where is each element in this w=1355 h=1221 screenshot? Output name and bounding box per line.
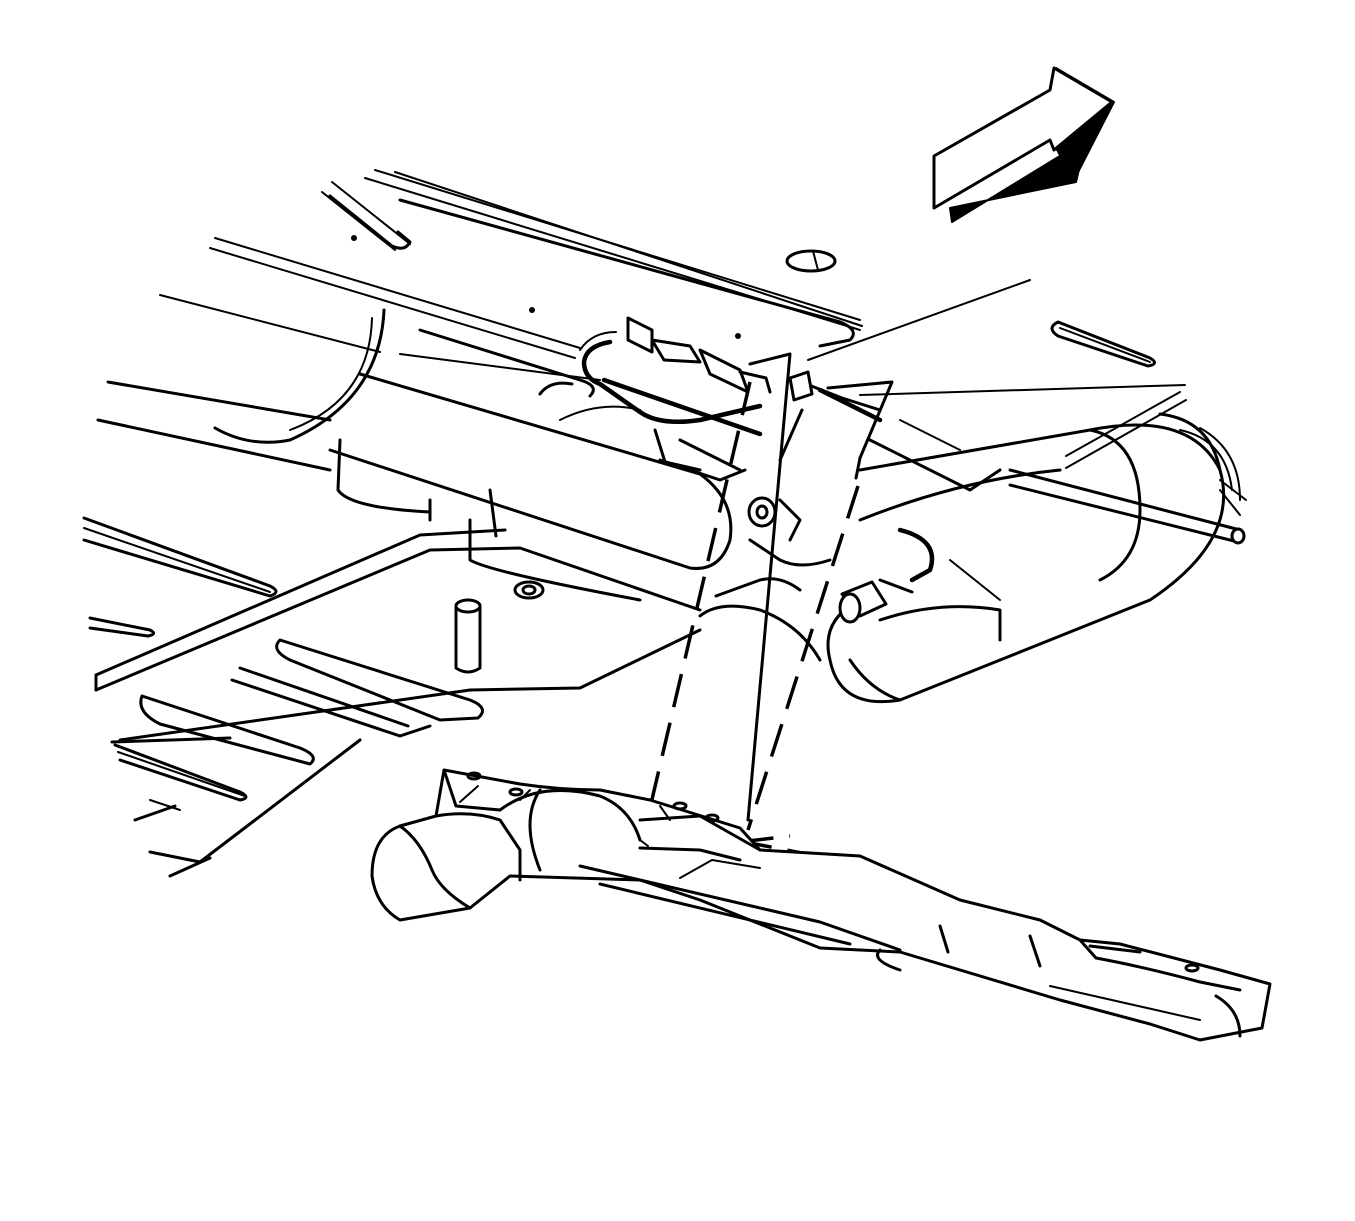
exhaust-pipe — [213, 308, 832, 662]
vehicle-underbody — [82, 169, 1186, 878]
muffler — [826, 391, 1247, 704]
forward-direction-arrow — [932, 66, 1115, 223]
heat-shield — [370, 768, 1272, 1042]
oxygen-sensor-harness — [579, 316, 935, 624]
